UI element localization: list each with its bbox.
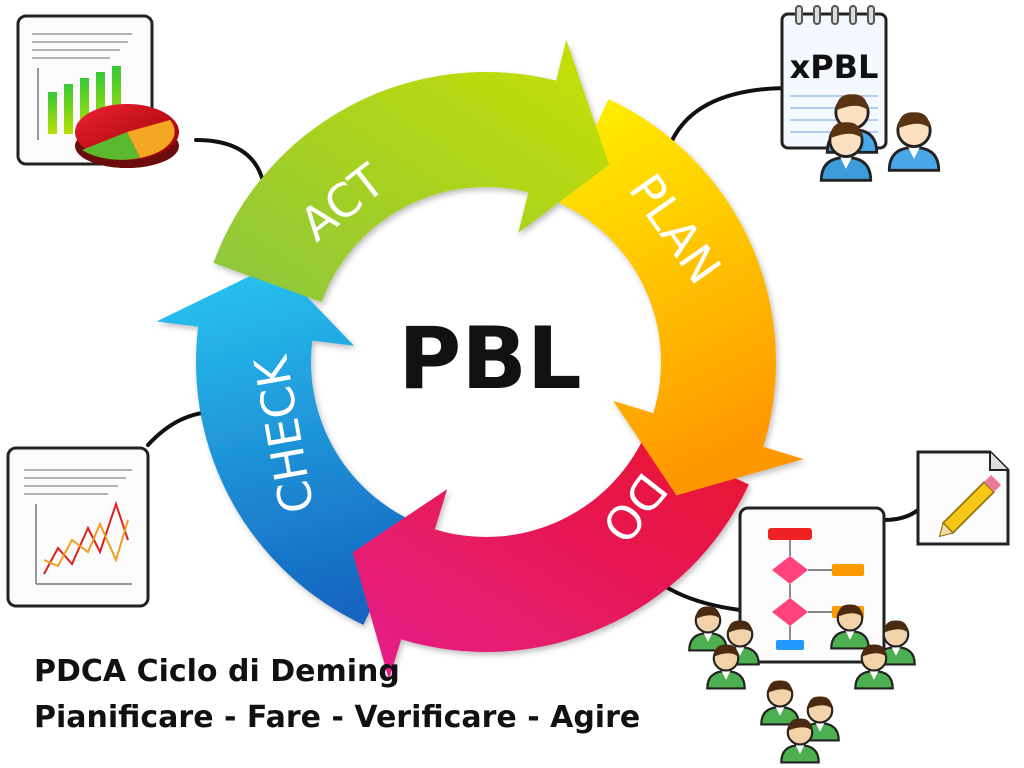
person-icon: [688, 606, 728, 652]
center-title: PBL: [398, 309, 581, 409]
person-icon: [854, 644, 894, 690]
person-icon: [780, 718, 820, 764]
team-people-icon-top: [819, 94, 941, 182]
plan-arrow: [559, 99, 804, 496]
act-arrow: [213, 39, 610, 303]
person-icon: [760, 680, 800, 726]
report-line-chart-icon: [6, 446, 150, 608]
person-icon: [706, 644, 746, 690]
xpbl-label: xPBL: [790, 48, 879, 86]
check-arrow: [156, 263, 413, 625]
caption-subtitle: Pianificare - Fare - Verificare - Agire: [34, 700, 641, 735]
report-bar-pie-icon: [16, 14, 179, 168]
caption-title: PDCA Ciclo di Deming: [34, 654, 400, 689]
person-icon: [830, 604, 870, 650]
team-people-layer: [688, 604, 916, 764]
do-arrow: [352, 435, 749, 680]
document-pencil-icon: [916, 450, 1010, 546]
person-icon: [887, 112, 941, 172]
cycle-arrows: [156, 39, 804, 680]
person-icon: [819, 122, 873, 182]
